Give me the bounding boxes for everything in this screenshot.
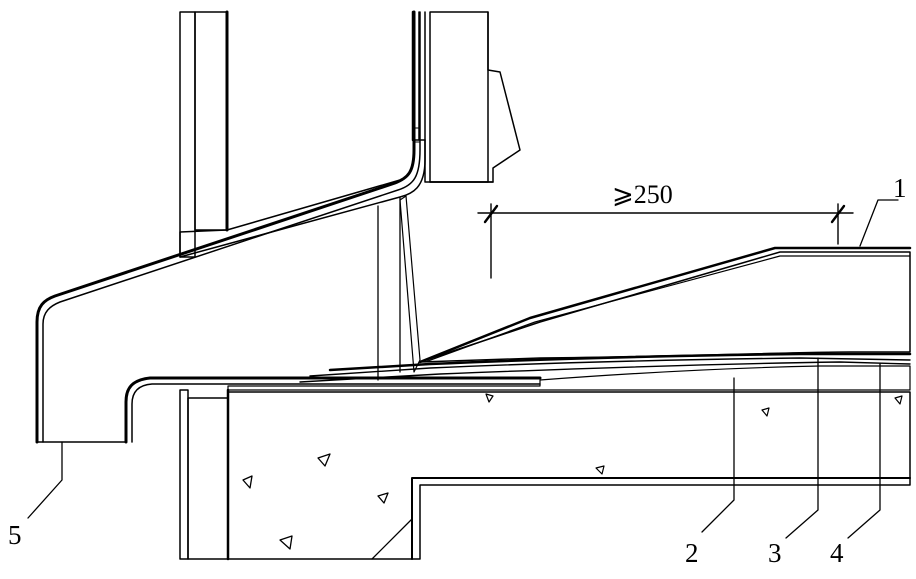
- callout-2: 2: [685, 538, 699, 568]
- callout-leaders: [27, 199, 899, 560]
- waterproof-membranes: [299, 352, 912, 383]
- dimension-text: ⩾250: [612, 180, 673, 209]
- callout-3: 3: [768, 538, 782, 568]
- concrete-slab: [227, 391, 911, 560]
- callout-1: 1: [893, 173, 907, 203]
- lower-wall-left: [179, 388, 230, 561]
- window-frame: [377, 195, 421, 381]
- callout-5: 5: [8, 520, 22, 550]
- upper-wall-right: [411, 10, 521, 183]
- roof-insulation: [418, 246, 912, 364]
- leveling-screed: [227, 365, 911, 391]
- upper-wall-left: [179, 10, 229, 258]
- metal-flashing-cap: [35, 10, 542, 444]
- dimension-line: ⩾250: [477, 180, 854, 279]
- callout-4: 4: [830, 538, 844, 568]
